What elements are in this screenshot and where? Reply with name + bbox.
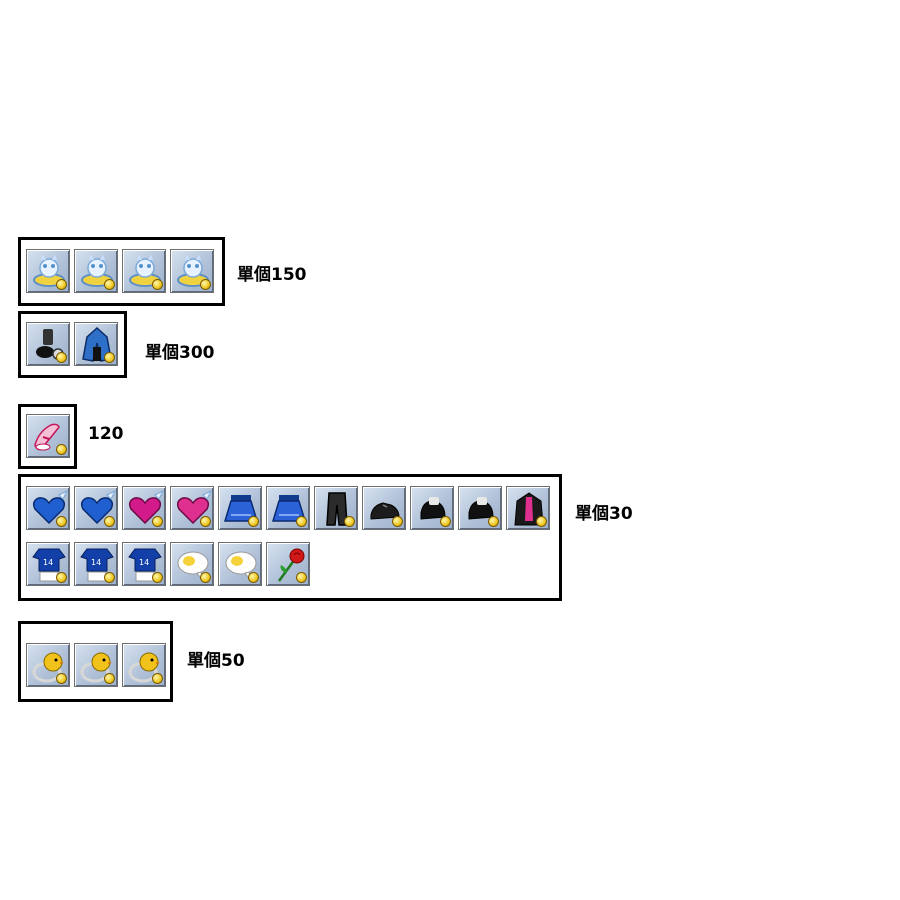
coin-icon [56,444,67,455]
item-slot[interactable]: 14 [26,542,70,586]
item-slot[interactable] [218,542,262,586]
item-slot[interactable]: 14 [74,542,118,586]
red-rose-icon [277,548,305,582]
item-slot[interactable] [26,643,70,687]
coin-icon [104,352,115,363]
item-slot[interactable] [74,249,118,293]
blue-coat-icon [82,326,112,362]
coin-icon [392,516,403,527]
coin-icon [344,516,355,527]
blue-jersey-14-icon: 14 [128,548,162,582]
pet-ring-icon [177,255,209,287]
item-group-50 [18,621,173,702]
item-group-120 [18,404,77,469]
item-slot[interactable] [266,486,310,530]
item-group-30: 14 14 14 [18,474,562,601]
coin-icon [200,572,211,583]
item-slot[interactable]: 14 [122,542,166,586]
coin-icon [56,279,67,290]
coin-icon [488,516,499,527]
coin-icon [104,673,115,684]
coin-icon [104,279,115,290]
item-slot[interactable] [218,486,262,530]
price-label-300: 單個300 [145,343,215,363]
item-slot[interactable] [170,542,214,586]
coin-icon [296,572,307,583]
coin-icon [248,516,259,527]
coin-icon [200,516,211,527]
black-shoe-icon [468,497,494,520]
coin-icon [536,516,547,527]
coin-icon [152,572,163,583]
item-slot[interactable] [410,486,454,530]
price-label-150: 單個150 [237,265,307,285]
coin-icon [200,279,211,290]
item-slot[interactable] [26,322,70,366]
item-slot[interactable] [122,643,166,687]
coin-icon [152,516,163,527]
item-group-300 [18,311,127,378]
blue-skirt-icon [271,495,307,522]
boots-with-ball-icon [36,329,64,360]
price-label-50: 單個50 [187,651,245,671]
item-group-150 [18,237,225,306]
item-slot[interactable] [122,486,166,530]
item-slot[interactable] [26,414,70,458]
black-pants-icon [326,492,348,526]
blue-winged-heart-icon [32,489,69,525]
coin-icon [104,572,115,583]
svg-text:14: 14 [43,558,53,567]
coin-icon [56,572,67,583]
black-shoe-icon [370,502,400,520]
price-label-30: 單個30 [575,504,633,524]
item-slot[interactable] [314,486,358,530]
pink-shoe-icon [34,423,60,451]
item-slot[interactable] [122,249,166,293]
item-slot[interactable] [26,486,70,530]
item-slot[interactable] [506,486,550,530]
item-slot[interactable] [458,486,502,530]
item-slot[interactable] [266,542,310,586]
item-slot[interactable] [74,486,118,530]
coin-icon [248,572,259,583]
blue-jersey-14-icon: 14 [32,548,66,582]
coin-icon [440,516,451,527]
coin-icon [104,516,115,527]
item-slot[interactable] [170,249,214,293]
golden-bird-ring-icon [128,652,160,683]
coin-icon [56,516,67,527]
pink-black-coat-icon [514,492,544,526]
svg-text:14: 14 [91,558,101,567]
item-slot[interactable] [170,486,214,530]
item-slot[interactable] [74,322,118,366]
golden-bird-ring-icon [80,652,112,683]
blue-winged-heart-icon [80,489,117,525]
coin-icon [152,673,163,684]
item-slot[interactable] [26,249,70,293]
svg-text:14: 14 [139,558,149,567]
coin-icon [152,279,163,290]
coin-icon [56,673,67,684]
item-slot[interactable] [362,486,406,530]
item-slot[interactable] [74,643,118,687]
price-label-120: 120 [88,424,124,444]
coin-icon [56,352,67,363]
pink-winged-heart-icon [128,489,165,525]
golden-bird-ring-icon [32,652,64,683]
black-shoe-icon [420,497,446,520]
pink-winged-heart-icon [176,489,213,525]
coin-icon [296,516,307,527]
